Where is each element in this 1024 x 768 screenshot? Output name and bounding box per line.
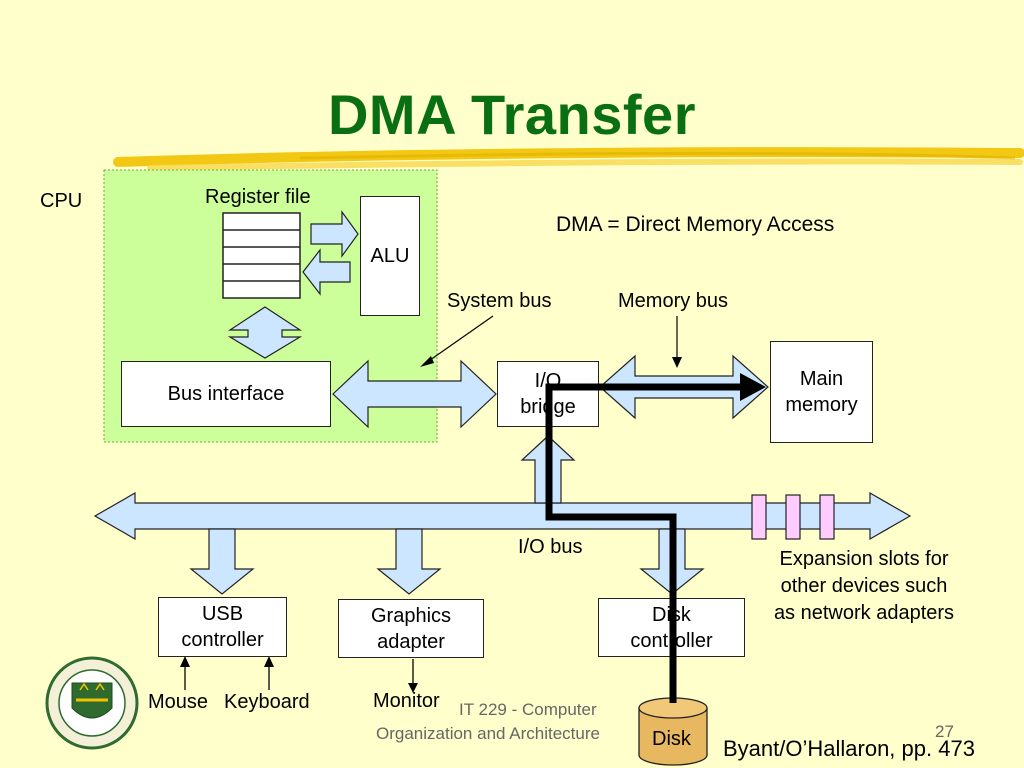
reg-bus-arrow bbox=[227, 306, 303, 359]
reg-to-alu-arrow bbox=[310, 210, 359, 258]
usb-label-line2: controller bbox=[181, 629, 264, 651]
io-bridge-label-line1: I/O bbox=[534, 370, 562, 392]
disk-ctrl-down-arrow bbox=[639, 528, 705, 595]
footer-course-line2: Organization and Architecture bbox=[376, 724, 600, 743]
usb-label-line1: USB bbox=[201, 603, 244, 625]
disk-ctrl-label-line1: Disk bbox=[652, 603, 691, 626]
expansion-label-line3: as network adapters bbox=[773, 602, 955, 624]
memory-bus-label: Memory bus bbox=[618, 290, 729, 312]
expansion-slots-label: Expansion slots for other devices such a… bbox=[755, 546, 973, 627]
monitor-label: Monitor bbox=[373, 690, 440, 712]
mouse-label: Mouse bbox=[148, 691, 209, 713]
disk-label: Disk bbox=[652, 728, 691, 750]
main-memory-box: Main memory bbox=[770, 341, 873, 443]
alu-to-reg-arrow bbox=[302, 248, 351, 296]
graphics-down-arrow bbox=[376, 528, 442, 595]
footer-course-line1: IT 229 - Computer bbox=[459, 700, 597, 719]
bridge-iobus-arrow bbox=[520, 435, 576, 504]
expansion-label-line2: other devices such bbox=[780, 575, 948, 597]
keyboard-label: Keyboard bbox=[224, 691, 310, 713]
alu-box: ALU bbox=[360, 196, 420, 316]
io-bridge-label-line2: bridge bbox=[520, 396, 576, 418]
io-bus-label: I/O bus bbox=[518, 536, 583, 558]
bus-interface-box: Bus interface bbox=[121, 361, 331, 427]
system-bus-arrow bbox=[332, 359, 497, 429]
usb-controller-box: USB controller bbox=[158, 597, 287, 657]
slide-title: DMA Transfer bbox=[327, 83, 696, 146]
expansion-slot bbox=[819, 494, 835, 540]
system-bus-label: System bus bbox=[447, 290, 552, 312]
register-file-label: Register file bbox=[205, 186, 311, 208]
disk-ctrl-label-line2: controller bbox=[630, 629, 713, 652]
memory-bus-arrow bbox=[599, 354, 769, 420]
expansion-label-line1: Expansion slots for bbox=[779, 548, 949, 570]
graphics-adapter-box: Graphics adapter bbox=[338, 599, 484, 658]
expansion-slot bbox=[785, 494, 801, 540]
dma-definition: DMA = Direct Memory Access bbox=[556, 213, 835, 236]
register-file bbox=[222, 212, 301, 299]
expansion-slot bbox=[751, 494, 767, 540]
disk-controller-box: Disk controller bbox=[598, 598, 745, 657]
alu-label: ALU bbox=[370, 245, 410, 267]
cpu-label: CPU bbox=[40, 190, 83, 212]
page-number: 27 bbox=[935, 722, 954, 741]
footer-course: IT 229 - Computer Organization and Archi… bbox=[376, 698, 600, 746]
main-memory-label-line1: Main bbox=[799, 368, 844, 390]
bus-interface-label: Bus interface bbox=[167, 383, 285, 405]
citation: Byant/O’Hallaron, pp. 473 bbox=[723, 736, 975, 761]
usb-down-arrow bbox=[189, 528, 255, 595]
graphics-label-line1: Graphics bbox=[370, 604, 452, 627]
main-memory-label-line2: memory bbox=[785, 394, 858, 416]
system-bus-pointer bbox=[422, 315, 494, 366]
io-bridge-box: I/O bridge bbox=[497, 361, 599, 427]
title-underline bbox=[113, 147, 1024, 171]
graphics-label-line2: adapter bbox=[377, 630, 445, 653]
disk-cylinder bbox=[638, 697, 708, 766]
